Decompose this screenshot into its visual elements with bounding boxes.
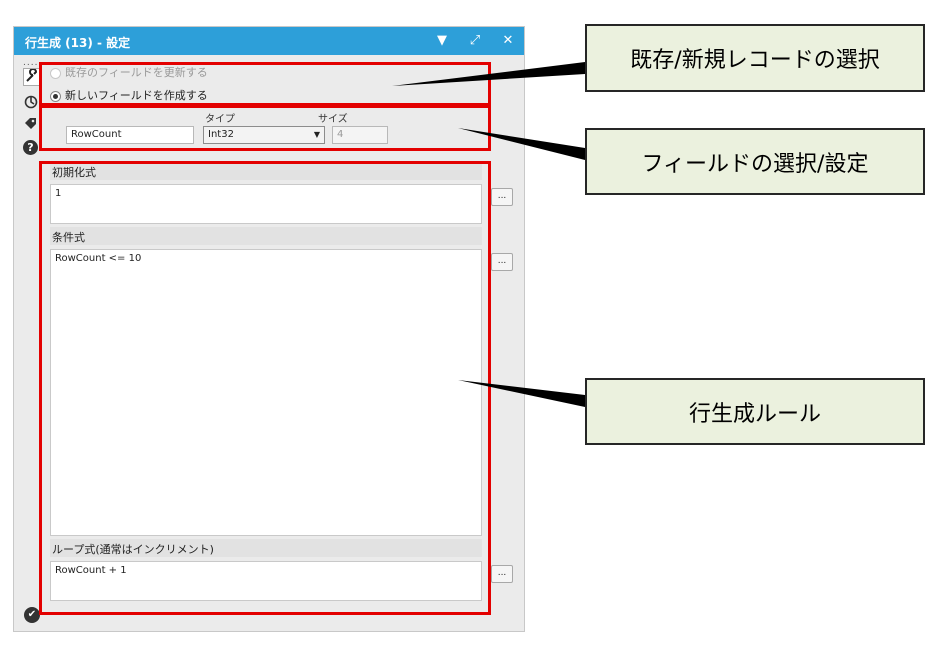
radio-label: 既存のフィールドを更新する <box>65 66 208 79</box>
radio-label: 新しいフィールドを作成する <box>65 89 208 102</box>
help-icon[interactable]: ? <box>23 140 38 155</box>
radio-update-existing[interactable]: 既存のフィールドを更新する <box>50 64 208 80</box>
type-select-value: Int32 <box>208 129 234 140</box>
condition-expression-editor-button[interactable]: ... <box>491 253 513 271</box>
condition-expression-input[interactable]: RowCount <= 10 <box>50 249 482 536</box>
type-select[interactable]: Int32 ▼ <box>203 126 325 144</box>
callout-rules-text: 行生成ルール <box>688 401 821 427</box>
field-name-input[interactable]: RowCount <box>66 126 194 144</box>
close-icon[interactable]: ✕ <box>502 33 514 48</box>
size-input[interactable]: 4 <box>332 126 388 144</box>
init-expression-editor-button[interactable]: ... <box>491 188 513 206</box>
chevron-down-icon: ▼ <box>313 130 320 139</box>
field-settings-highlight <box>39 105 491 151</box>
radio-button[interactable] <box>50 67 61 79</box>
condition-expression-label: 条件式 <box>50 227 482 245</box>
radio-button[interactable] <box>50 90 61 102</box>
init-expression-input[interactable]: 1 <box>50 184 482 224</box>
callout-field-settings: フィールドの選択/設定 <box>585 128 925 195</box>
type-label: タイプ <box>205 114 235 125</box>
loop-expression-input[interactable]: RowCount + 1 <box>50 561 482 601</box>
restore-icon[interactable]: ⤢ <box>469 33 481 48</box>
check-icon: ✔ <box>24 607 40 623</box>
dropdown-menu-icon[interactable]: ▼ <box>437 33 447 48</box>
target-icon[interactable] <box>23 95 39 111</box>
rules-highlight <box>39 161 491 615</box>
loop-expression-label: ループ式(通常はインクリメント) <box>50 539 482 557</box>
title-bar: 行生成 (13) - 設定 ▼ ⤢ ✕ <box>14 27 524 55</box>
callout-rules: 行生成ルール <box>585 378 925 445</box>
configuration-panel: 行生成 (13) - 設定 ▼ ⤢ ✕ .... ? ✔ 既存のフィールドを更新… <box>13 26 525 632</box>
radio-create-new[interactable]: 新しいフィールドを作成する <box>50 87 208 103</box>
window-title: 行生成 (13) - 設定 <box>25 36 131 50</box>
callout-record-selection: 既存/新規レコードの選択 <box>585 24 925 92</box>
loop-expression-editor-button[interactable]: ... <box>491 565 513 583</box>
drag-handle: .... <box>23 58 39 68</box>
init-expression-label: 初期化式 <box>50 162 482 180</box>
callout-field-text: フィールドの選択/設定 <box>641 151 869 177</box>
tag-icon[interactable] <box>23 117 39 133</box>
size-label: サイズ <box>318 114 348 125</box>
callout-record-text: 既存/新規レコードの選択 <box>630 48 880 73</box>
record-mode-highlight <box>39 62 491 106</box>
